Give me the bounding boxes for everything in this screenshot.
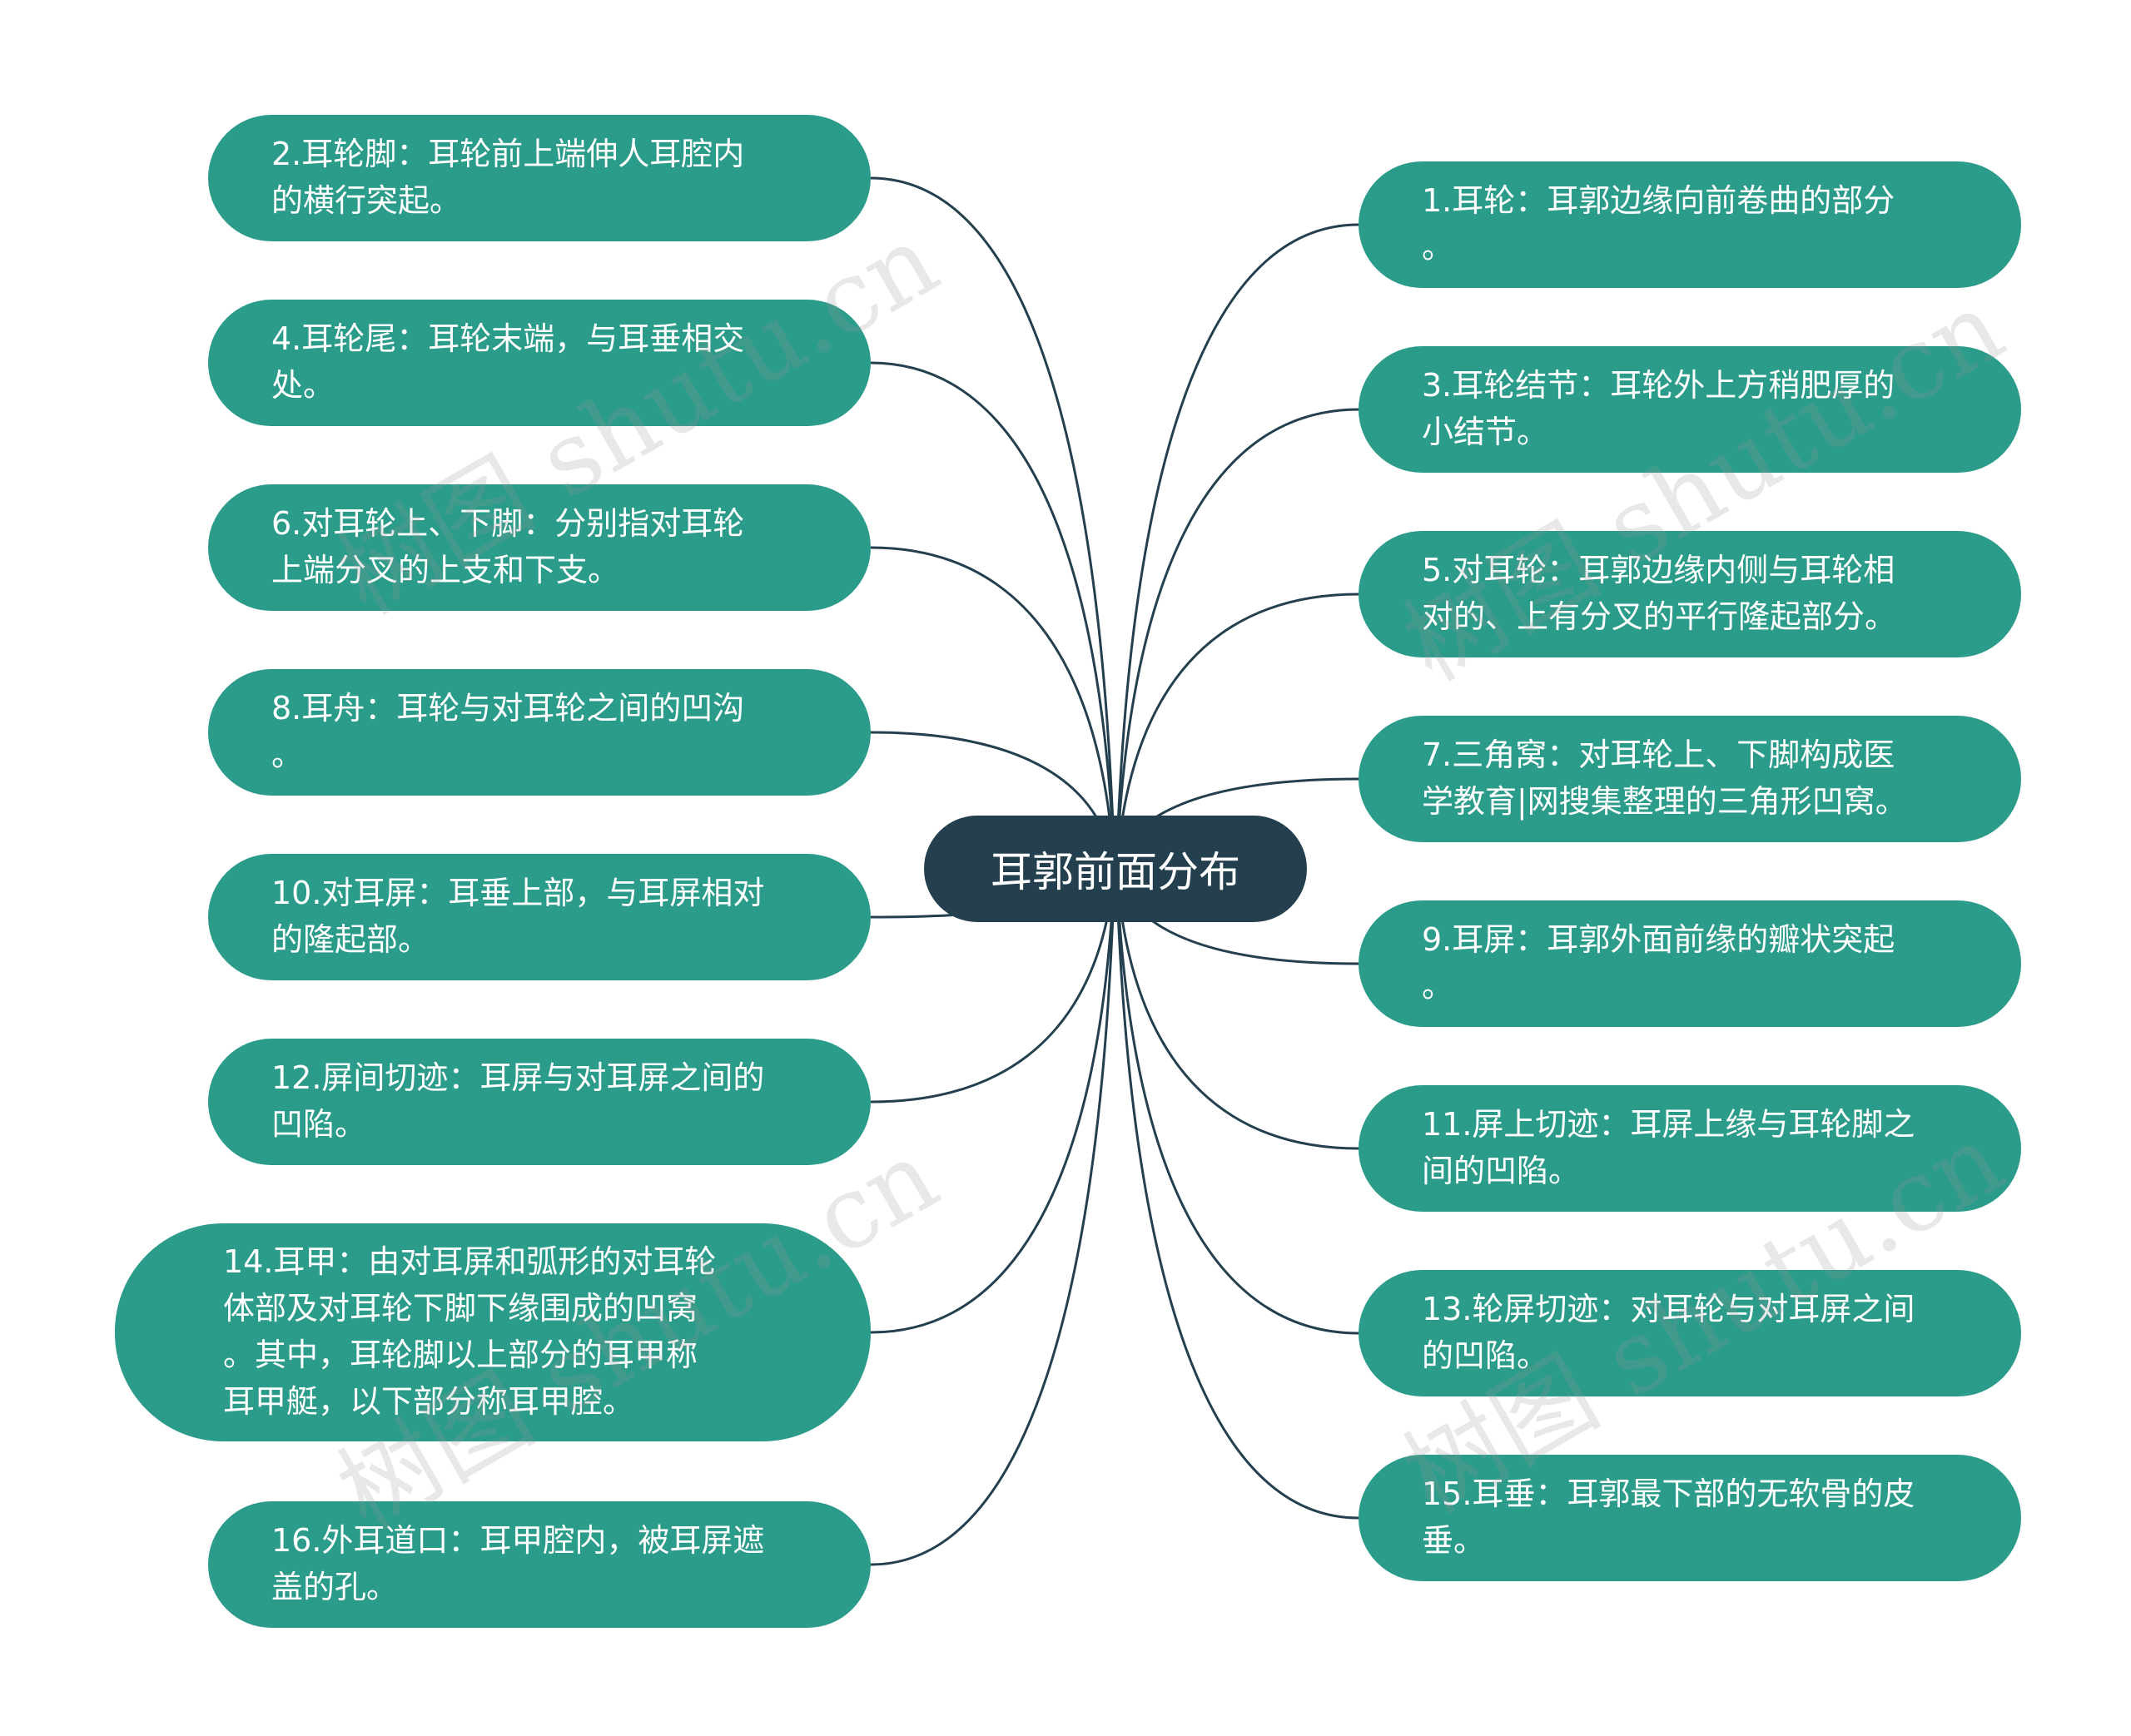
right-node-7[interactable]: 13.轮屏切迹：对耳轮与对耳屏之间 的凹陷。 — [1359, 1270, 2021, 1396]
right-node-8[interactable]: 15.耳垂：耳郭最下部的无软骨的皮 垂。 — [1359, 1455, 2021, 1581]
left-node-6[interactable]: 12.屏间切迹：耳屏与对耳屏之间的 凹陷。 — [208, 1039, 871, 1165]
left-node-3[interactable]: 6.对耳轮上、下脚：分别指对耳轮 上端分叉的上支和下支。 — [208, 484, 871, 611]
right-node-3[interactable]: 5.对耳轮：耳郭边缘内侧与耳轮相 对的、上有分叉的平行隆起部分。 — [1359, 531, 2021, 657]
connector-line — [1114, 868, 1359, 1520]
right-node-5[interactable]: 9.耳屏：耳郭外面前缘的瓣状突起 。 — [1359, 900, 2021, 1027]
right-node-6[interactable]: 11.屏上切迹：耳屏上缘与耳轮脚之 间的凹陷。 — [1359, 1085, 2021, 1212]
connector-line — [870, 176, 1117, 870]
left-node-4[interactable]: 8.耳舟：耳轮与对耳轮之间的凹沟 。 — [208, 669, 871, 796]
left-node-5[interactable]: 10.对耳屏：耳垂上部，与耳屏相对 的隆起部。 — [208, 854, 871, 980]
connector-line — [1114, 408, 1359, 870]
right-node-2[interactable]: 3.耳轮结节：耳轮外上方稍肥厚的 小结节。 — [1359, 346, 2021, 473]
left-node-7[interactable]: 14.耳甲：由对耳屏和弧形的对耳轮 体部及对耳轮下脚下缘围成的凹窝 。其中，耳轮… — [115, 1223, 871, 1441]
left-node-8[interactable]: 16.外耳道口：耳甲腔内，被耳屏遮 盖的孔。 — [208, 1501, 871, 1628]
left-node-2[interactable]: 4.耳轮尾：耳轮末端，与耳垂相交 处。 — [208, 300, 871, 426]
right-node-1[interactable]: 1.耳轮：耳郭边缘向前卷曲的部分 。 — [1359, 161, 2021, 288]
connector-line — [1114, 868, 1359, 1335]
root-node[interactable]: 耳郭前面分布 — [924, 816, 1307, 922]
right-node-4[interactable]: 7.三角窝：对耳轮上、下脚构成医 学教育|网搜集整理的三角形凹窝。 — [1359, 716, 2021, 842]
connector-line — [870, 868, 1117, 1566]
connector-line — [1114, 223, 1359, 870]
left-node-1[interactable]: 2.耳轮脚：耳轮前上端伸人耳腔内 的横行突起。 — [208, 115, 871, 241]
